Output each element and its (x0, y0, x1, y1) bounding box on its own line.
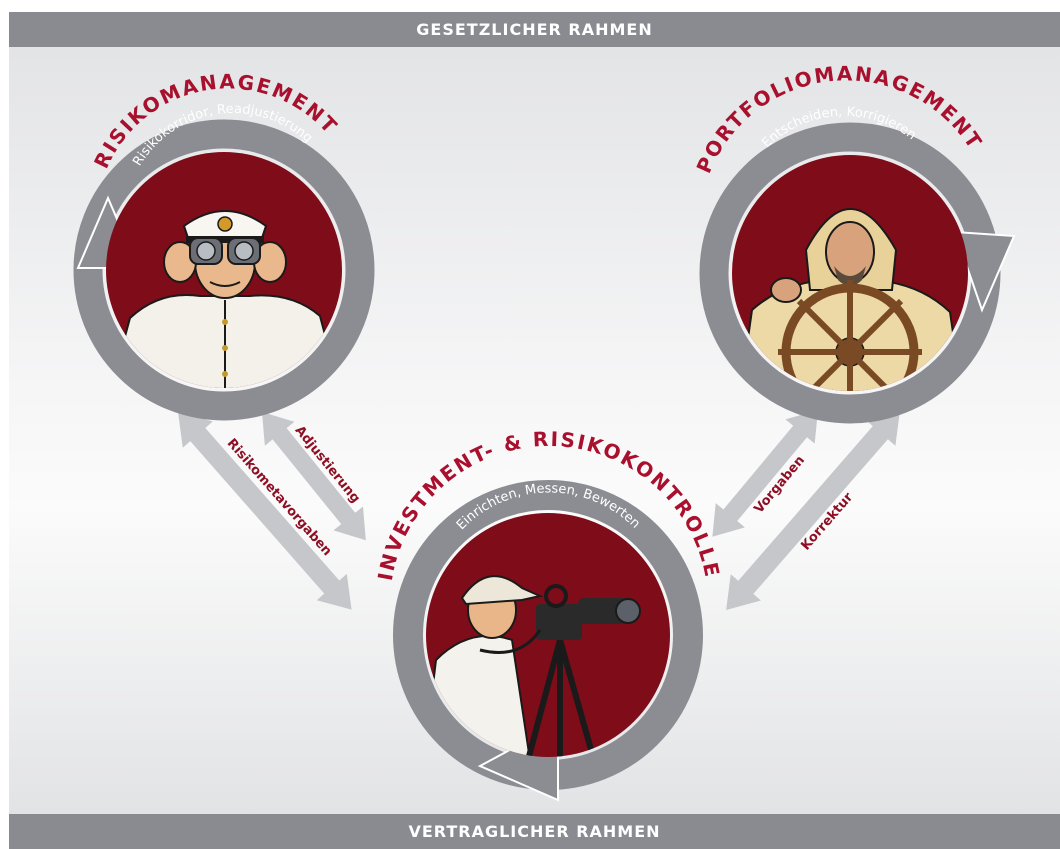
node-investment-risikokontrolle: INVESTMENT- & RISIKOKONTROLLE Einrichten… (373, 427, 723, 802)
risk-ring (73, 119, 375, 421)
portfolio-cycle-arrowhead (953, 230, 1016, 313)
top-frame-band: GESETZLICHER RAHMEN (9, 12, 1060, 47)
bottom-frame-band: VERTRAGLICHER RAHMEN (9, 814, 1060, 849)
helmsman-wheel-icon (738, 208, 964, 391)
connector-arrows: Risikometavorgaben Adjustierung Vorgaben… (178, 410, 900, 610)
top-frame-label: GESETZLICHER RAHMEN (416, 20, 653, 39)
captain-binoculars-icon (108, 210, 342, 388)
bottom-frame-label: VERTRAGLICHER RAHMEN (408, 822, 661, 841)
node-risikomanagement: RISIKOMANAGEMENT Risikokorridor, Readjus… (73, 70, 375, 421)
node-portfoliomanagement: PORTFOLIOMANAGEMENT Entscheiden, Korrigi… (691, 61, 1016, 424)
